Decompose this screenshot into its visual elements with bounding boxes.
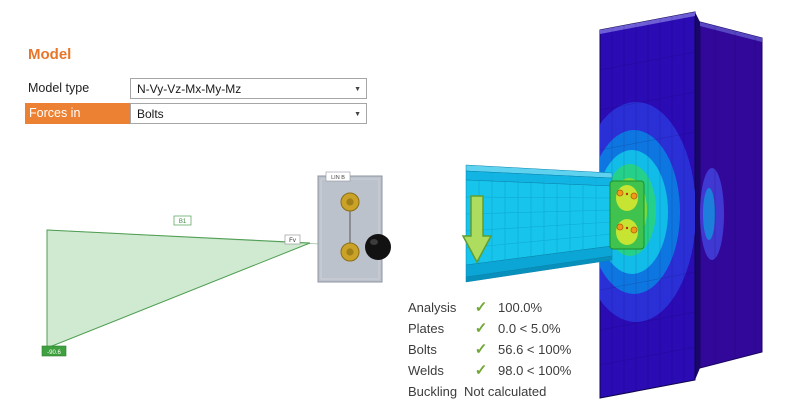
check-pass-icon: ✓ — [474, 340, 488, 358]
forces-in-dropdown[interactable]: Bolts ▼ — [130, 103, 367, 124]
check-results-summary: Analysis ✓ 100.0% Plates ✓ 0.0 < 5.0% Bo… — [408, 297, 648, 402]
result-value: Not calculated — [464, 384, 547, 399]
check-pass-icon: ✓ — [474, 319, 488, 337]
force-diagram-view[interactable]: LIN B B1 Fv -90.6 — [30, 158, 400, 373]
chevron-down-icon: ▼ — [354, 86, 361, 93]
model-panel-title: Model — [28, 46, 72, 63]
model-type-dropdown[interactable]: N-Vy-Vz-Mx-My-Mz ▼ — [130, 78, 367, 99]
result-label: Analysis — [408, 300, 457, 315]
diagram-badge-top: B1 — [173, 215, 192, 226]
diagram-badge-right: Fv — [284, 234, 301, 245]
result-value: 98.0 < 100% — [498, 363, 572, 378]
beam — [465, 164, 613, 283]
forces-in-label: Forces in — [25, 103, 130, 124]
bolt-icon — [616, 189, 638, 234]
column-mesh — [599, 14, 696, 396]
check-pass-icon: ✓ — [474, 361, 488, 379]
forces-in-value: Bolts — [137, 106, 164, 121]
connection-plate — [609, 180, 645, 250]
load-triangle — [46, 229, 311, 349]
result-value: 0.0 < 5.0% — [498, 321, 561, 336]
check-pass-icon: ✓ — [474, 298, 488, 316]
result-value: 56.6 < 100% — [498, 342, 572, 357]
load-arrow-down-icon — [461, 195, 493, 264]
result-value: 100.0% — [498, 300, 543, 315]
diagram-badge-min-value: -90.6 — [41, 345, 67, 357]
result-label: Plates — [408, 321, 445, 336]
chevron-down-icon: ▼ — [354, 111, 361, 118]
load-node-sphere — [365, 234, 391, 260]
bolt-icon — [340, 192, 360, 212]
model-type-value: N-Vy-Vz-Mx-My-Mz — [137, 81, 242, 96]
result-label: Buckling — [408, 384, 458, 399]
svg-text:-90.6: -90.6 — [47, 350, 61, 356]
plate-label: LIN B — [331, 175, 345, 181]
svg-text:B1: B1 — [179, 219, 187, 225]
bolt-plate: LIN B — [317, 171, 383, 283]
fem-3d-view[interactable] — [440, 0, 800, 420]
result-label: Welds — [408, 363, 444, 378]
result-label: Bolts — [408, 342, 437, 357]
column-back-flange — [699, 21, 763, 369]
model-type-label: Model type — [28, 81, 90, 95]
column-web — [695, 12, 700, 380]
bolt-icon — [340, 242, 360, 262]
svg-text:Fv: Fv — [289, 238, 296, 244]
